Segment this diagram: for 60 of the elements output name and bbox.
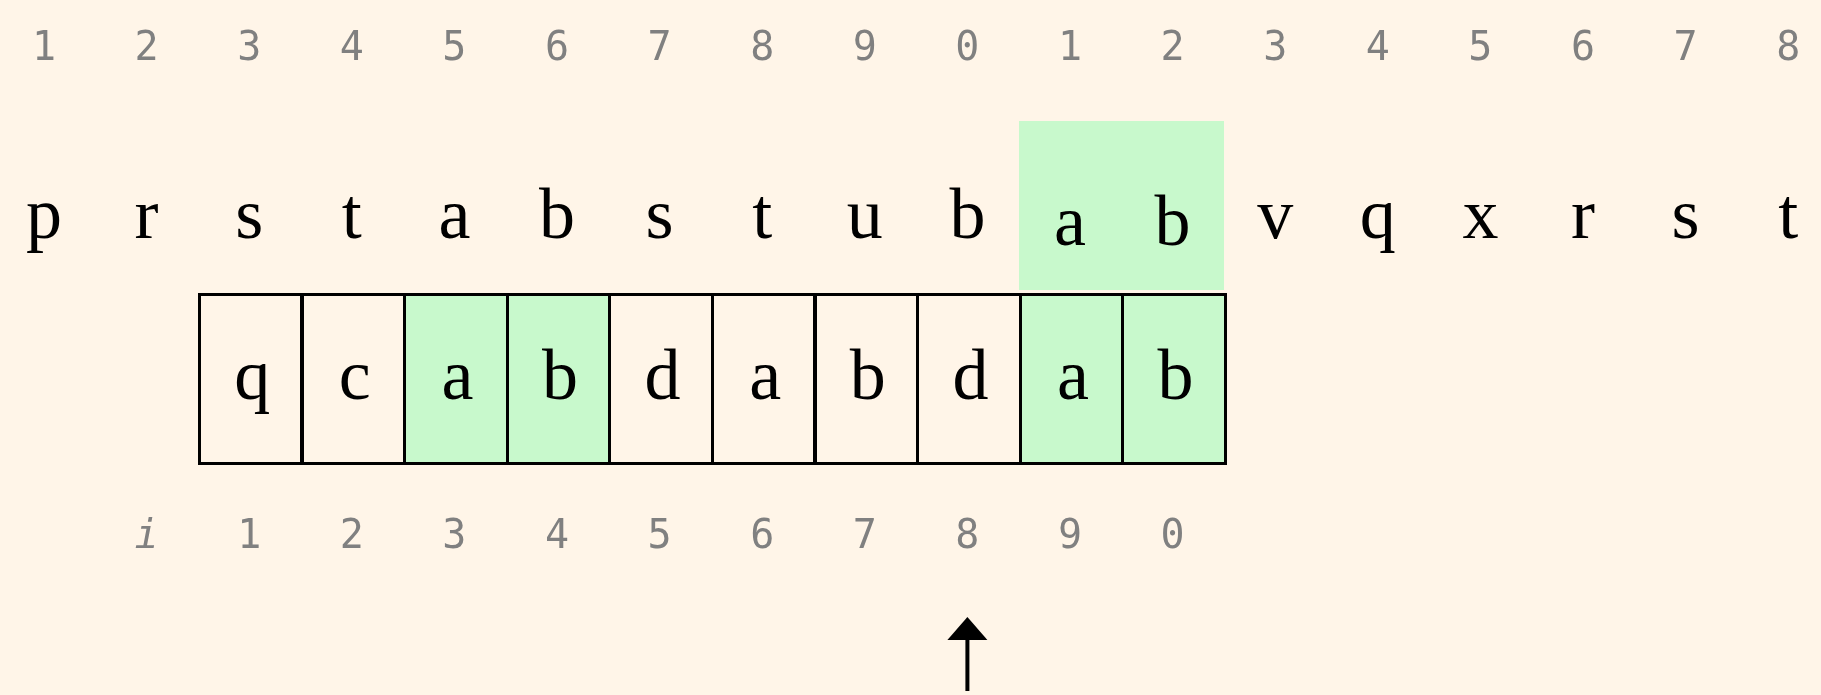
position-number: 5 xyxy=(442,26,467,66)
position-number: 2 xyxy=(1160,26,1185,66)
pattern-cell xyxy=(608,293,714,465)
position-number: 5 xyxy=(1468,26,1493,66)
pattern-letter: b xyxy=(849,339,886,412)
pattern-letter: a xyxy=(749,339,782,412)
text-letter: b xyxy=(539,178,575,250)
position-number: 3 xyxy=(237,26,262,66)
index-number: 2 xyxy=(339,514,364,554)
index-number: 8 xyxy=(955,514,980,554)
text-letter: t xyxy=(1778,178,1799,250)
position-number: 7 xyxy=(647,26,672,66)
pattern-cell xyxy=(403,293,509,465)
index-number: 3 xyxy=(442,514,467,554)
pattern-letter: a xyxy=(1057,339,1089,412)
pattern-letter: b xyxy=(1157,339,1194,412)
pattern-cell xyxy=(197,293,304,465)
text-letter: x xyxy=(1462,178,1499,250)
index-number: 5 xyxy=(647,514,672,554)
index-number: 7 xyxy=(852,514,877,554)
position-number: 3 xyxy=(1263,26,1288,66)
pattern-letter: a xyxy=(441,339,474,412)
text-letter: b xyxy=(1154,185,1191,257)
text-letter: r xyxy=(1571,178,1595,250)
pattern-letter: d xyxy=(952,339,989,412)
text-letter: a xyxy=(438,178,471,250)
index-number: 1 xyxy=(237,514,262,554)
text-letter: s xyxy=(1671,178,1700,250)
index-number: 9 xyxy=(1057,514,1083,554)
position-number: 1 xyxy=(31,26,57,66)
text-letter: s xyxy=(645,178,674,250)
text-letter: a xyxy=(1054,185,1086,257)
text-letter: v xyxy=(1257,178,1294,250)
index-number: 4 xyxy=(544,514,570,554)
position-number: 6 xyxy=(544,26,570,66)
position-number: 2 xyxy=(134,26,159,66)
position-number: 9 xyxy=(852,26,877,66)
match-highlight xyxy=(1018,121,1224,290)
position-number: 4 xyxy=(339,26,364,66)
position-number: 8 xyxy=(750,26,775,66)
text-letter: t xyxy=(752,178,773,250)
position-number: 8 xyxy=(1776,26,1801,66)
text-letter: t xyxy=(341,178,362,250)
text-letter: r xyxy=(134,178,159,250)
text-letter: b xyxy=(949,178,986,250)
position-number: 1 xyxy=(1057,26,1083,66)
pattern-letter: q xyxy=(234,339,271,412)
index-number: 0 xyxy=(1160,514,1185,554)
position-number: 6 xyxy=(1570,26,1596,66)
position-number: 4 xyxy=(1365,26,1390,66)
pattern-letter: c xyxy=(338,339,371,412)
text-letter: u xyxy=(846,178,883,250)
text-letter: s xyxy=(235,178,264,250)
pattern-cell xyxy=(1121,293,1227,465)
position-number: 7 xyxy=(1673,26,1698,66)
position-number: 0 xyxy=(955,26,980,66)
pattern-letter: b xyxy=(542,339,578,412)
index-number: 6 xyxy=(750,514,775,554)
index-symbol: i xyxy=(134,514,159,554)
pattern-letter: d xyxy=(644,339,681,412)
